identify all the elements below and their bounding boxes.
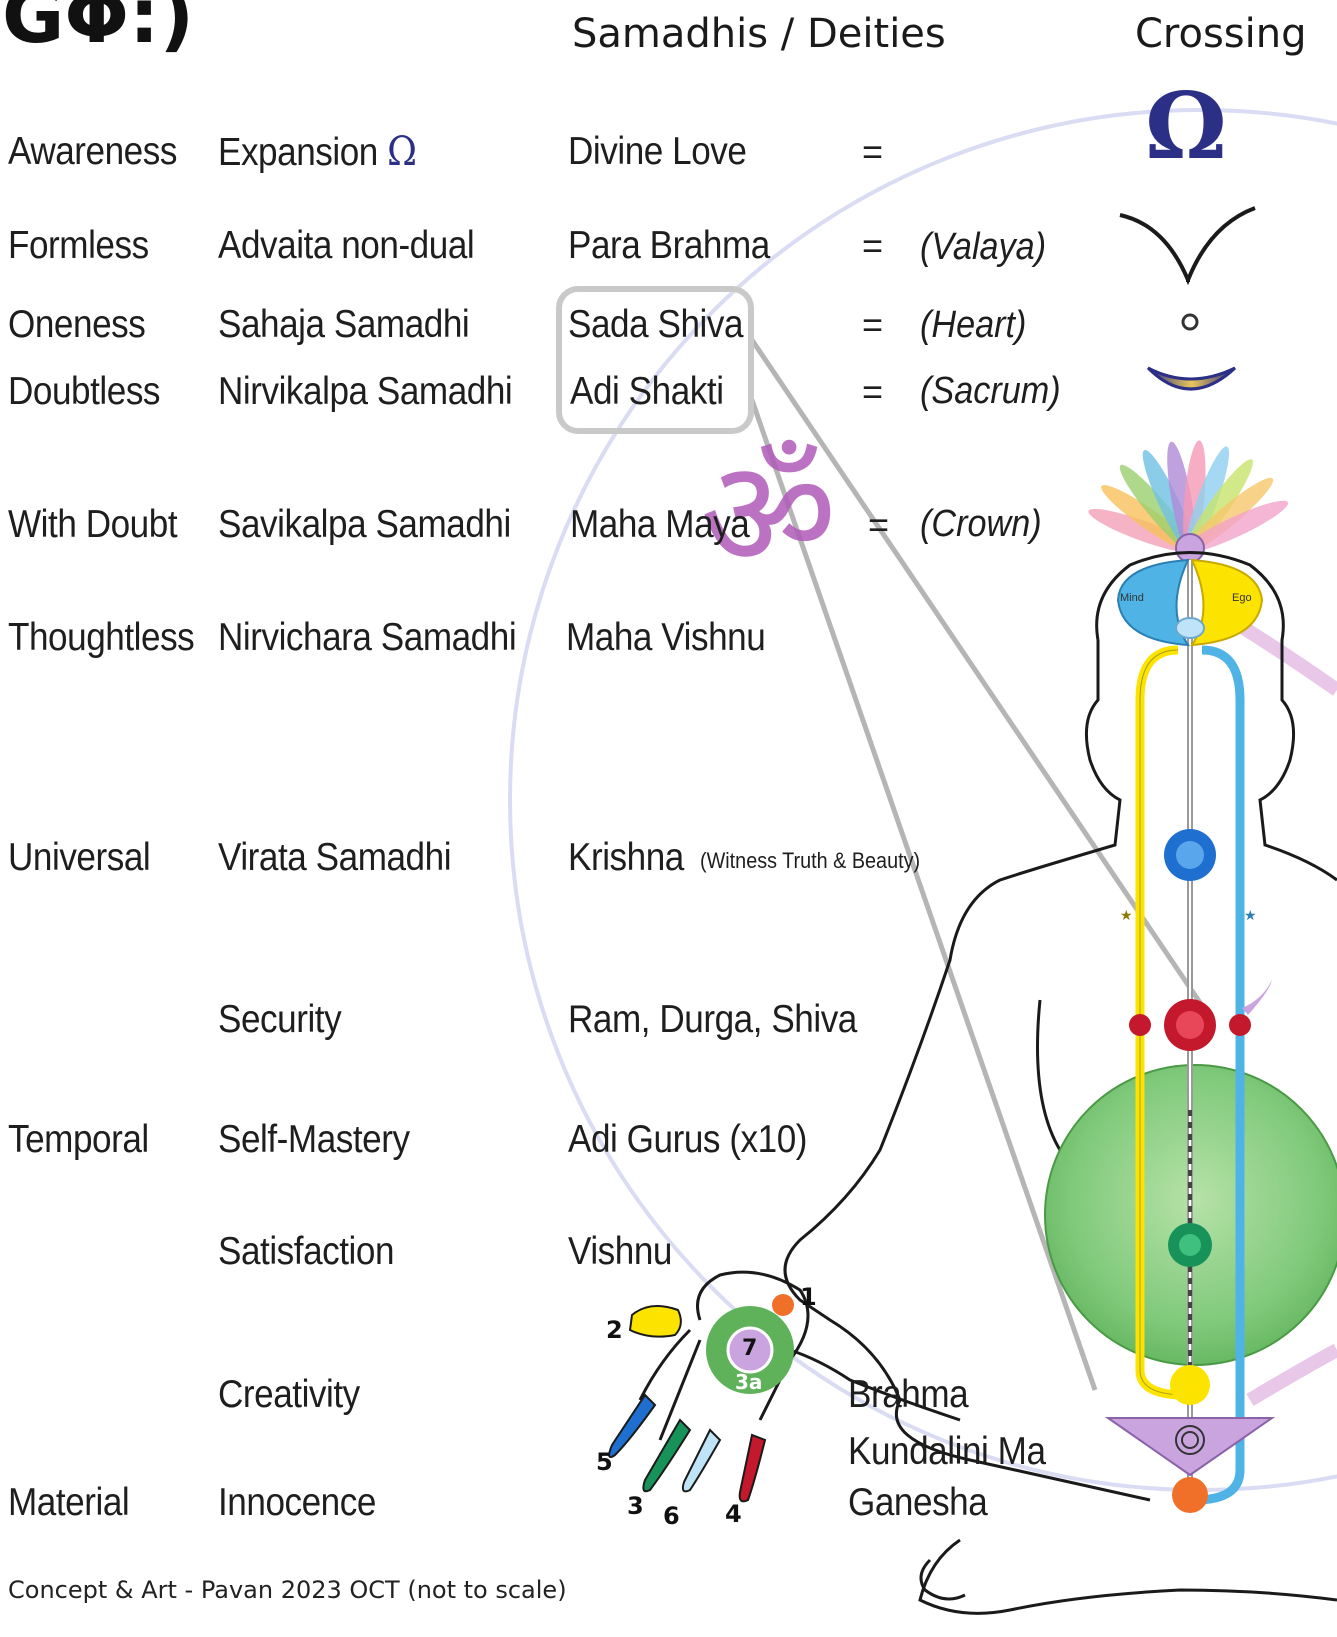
samadhi-creativity: Creativity	[218, 1375, 360, 1414]
state-universal: Universal	[8, 838, 150, 877]
state-thoughtless: Thoughtless	[8, 618, 194, 657]
lap-outline	[920, 1540, 1337, 1613]
deities-heading: Samadhis / Deities	[572, 14, 946, 54]
deity-kundalini-ma: Kundalini Ma	[848, 1432, 1046, 1471]
valaya-symbol	[1120, 208, 1255, 280]
samadhi-sahaja: Sahaja Samadhi	[218, 305, 469, 344]
equals-sign: =	[868, 507, 889, 543]
samadhi-self-mastery: Self-Mastery	[218, 1120, 410, 1159]
samadhi-savikalpa: Savikalpa Samadhi	[218, 505, 511, 544]
equals-sign: =	[862, 228, 883, 264]
crescent-moon-symbol	[1148, 368, 1235, 389]
agnya-eye	[1176, 618, 1204, 638]
equals-sign: =	[862, 134, 883, 170]
heart-point-symbol	[1183, 315, 1197, 329]
credit-footer: Concept & Art - Pavan 2023 OCT (not to s…	[8, 1578, 567, 1602]
samadhi-innocence: Innocence	[218, 1483, 376, 1522]
crossing-heading: Crossing	[1135, 14, 1307, 54]
deity-brahma: Brahma	[848, 1375, 968, 1414]
flame-symbol	[1242, 980, 1272, 1015]
samadhi-advaita: Advaita non-dual	[218, 226, 474, 265]
ego-label: Ego	[1232, 593, 1252, 604]
thumb-red	[740, 1435, 765, 1501]
swadisthan-chakra	[1170, 1365, 1210, 1405]
star-right: ★	[1244, 907, 1257, 923]
index-finger-yellow	[630, 1306, 681, 1337]
deity-divine-love: Divine Love	[568, 132, 746, 171]
vishuddhi-chakra	[1164, 829, 1216, 881]
hand-number-7: 7	[742, 1338, 757, 1360]
hand-number-2: 2	[606, 1318, 623, 1342]
little-finger-lightblue	[683, 1430, 720, 1491]
state-oneness: Oneness	[8, 305, 145, 344]
body-outline	[785, 553, 1337, 1501]
samadhi-satisfaction: Satisfaction	[218, 1232, 394, 1271]
samadhi-expansion-label: Expansion	[218, 131, 378, 174]
state-with-doubt: With Doubt	[8, 505, 177, 544]
ring-finger-green	[643, 1420, 690, 1491]
deity-vishnu: Vishnu	[568, 1232, 672, 1271]
hand-number-5: 5	[596, 1450, 613, 1474]
deity-maha-maya: Maha Maya	[570, 505, 749, 544]
samadhi-nirvikalpa: Nirvikalpa Samadhi	[218, 372, 512, 411]
equals-sign: =	[862, 374, 883, 410]
krishna-note: (Witness Truth & Beauty)	[700, 850, 920, 872]
mooladhara-chakra	[1172, 1477, 1208, 1513]
mind-label: Mind	[1120, 593, 1144, 604]
middle-finger-blue	[609, 1395, 655, 1457]
samadhi-virata: Virata Samadhi	[218, 838, 451, 877]
deity-ganesha: Ganesha	[848, 1483, 987, 1522]
hand-number-3a: 3a	[735, 1372, 762, 1392]
hand-number-1: 1	[800, 1285, 817, 1309]
deity-para-brahma: Para Brahma	[568, 226, 770, 265]
heart-chakra	[1164, 999, 1216, 1051]
deity-krishna: Krishna	[568, 838, 684, 877]
samadhi-security: Security	[218, 1000, 341, 1039]
omega-icon: Ω	[387, 129, 416, 175]
samadhi-expansion: Expansion Ω	[218, 132, 417, 172]
right-heart-dot	[1229, 1014, 1251, 1036]
samadhi-nirvichara: Nirvichara Samadhi	[218, 618, 516, 657]
hand-number-6: 6	[663, 1504, 680, 1528]
pink-arc-lower	[1250, 1350, 1337, 1400]
place-valaya: (Valaya)	[920, 228, 1046, 266]
deity-sada-shiva: Sada Shiva	[568, 305, 743, 344]
deity-adi-gurus: Adi Gurus (x10)	[568, 1120, 807, 1159]
crossing-omega-icon: Ω	[1145, 80, 1227, 172]
place-heart: (Heart)	[920, 306, 1026, 344]
crown-lotus	[1085, 440, 1292, 562]
state-awareness: Awareness	[8, 132, 177, 171]
left-heart-dot	[1129, 1014, 1151, 1036]
hand-number-3: 3	[627, 1494, 644, 1518]
place-crown: (Crown)	[920, 505, 1042, 543]
equals-sign: =	[862, 307, 883, 343]
logo: GΦ:)	[2, 0, 194, 54]
state-material: Material	[8, 1483, 129, 1522]
state-doubtless: Doubtless	[8, 372, 160, 411]
deity-adi-shakti: Adi Shakti	[570, 372, 724, 411]
hand-number-4: 4	[725, 1502, 742, 1526]
nabhi-chakra	[1168, 1223, 1212, 1267]
deity-maha-vishnu: Maha Vishnu	[566, 618, 765, 657]
thumb-tip-dot	[772, 1294, 794, 1316]
place-sacrum: (Sacrum)	[920, 372, 1061, 410]
deity-ram-durga-shiva: Ram, Durga, Shiva	[568, 1000, 857, 1039]
state-temporal: Temporal	[8, 1120, 149, 1159]
state-formless: Formless	[8, 226, 149, 265]
star-left: ★	[1120, 907, 1133, 923]
